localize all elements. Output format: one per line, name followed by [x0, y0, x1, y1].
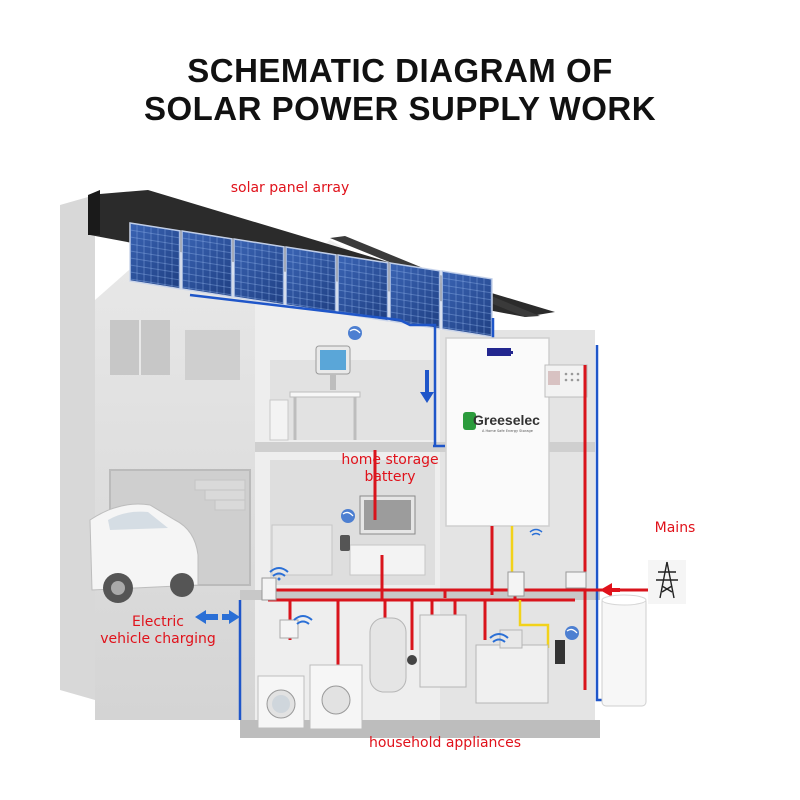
globe-icon — [341, 509, 355, 523]
wifi-icon — [529, 528, 543, 536]
ev-label-line2: vehicle charging — [100, 631, 216, 647]
down-arrow-icon — [420, 370, 434, 403]
solar-panel-array — [129, 222, 493, 338]
pylon-icon — [648, 560, 686, 604]
solar-panel-array-label: solar panel array — [230, 180, 350, 196]
battery-display — [487, 348, 511, 356]
ev-label-line1: Electric — [132, 614, 184, 630]
ac-wiring — [266, 365, 660, 690]
battery-label-line1: home storage — [341, 452, 439, 468]
water-heater — [369, 617, 407, 693]
living-room-tv — [271, 495, 426, 576]
upstairs-desk — [269, 345, 361, 441]
tall-unit — [419, 614, 467, 688]
grid-connection-box — [601, 594, 647, 707]
household-appliances-label: household appliances — [368, 735, 522, 751]
wifi-dot — [277, 577, 281, 581]
electric-car — [89, 503, 199, 603]
router-device — [555, 640, 565, 664]
meters — [261, 571, 587, 601]
socket — [279, 619, 299, 639]
globe-icon — [348, 326, 362, 340]
home-storage-battery — [445, 337, 550, 527]
phone-icon — [340, 535, 350, 551]
ev-arrow-icon — [195, 610, 240, 624]
brand-logo-icon — [463, 412, 476, 430]
brand-name: Greeselec — [473, 412, 540, 428]
brand-tagline: A Home Safe Energy Storage — [482, 429, 533, 433]
control-panel — [544, 364, 588, 398]
cabinet-unit — [475, 644, 549, 704]
wifi-icon — [489, 633, 509, 643]
globe-icon — [565, 626, 579, 640]
household-appliances — [257, 614, 549, 730]
mains-arrow-icon — [600, 583, 620, 597]
battery-label-line2: battery — [364, 469, 416, 485]
wifi-icon — [293, 615, 313, 625]
wifi-icon — [269, 567, 289, 577]
signal-wiring — [510, 526, 550, 648]
diagram-title-line2: SOLAR POWER SUPPLY WORK — [143, 90, 657, 127]
diagram-title-line1: SCHEMATIC DIAGRAM OF — [187, 52, 613, 89]
mains-label: Mains — [654, 520, 696, 536]
